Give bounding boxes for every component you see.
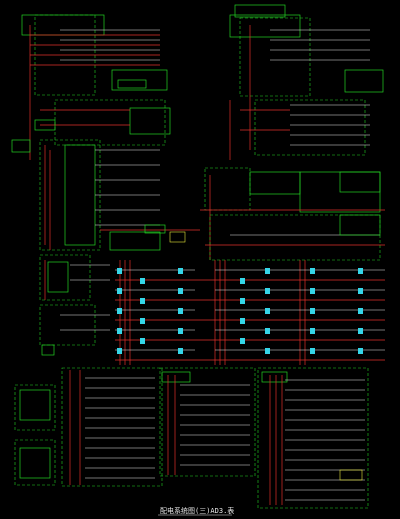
meter-boxes xyxy=(117,268,363,354)
panel-middle-right xyxy=(200,167,385,261)
panel-left-side xyxy=(14,254,110,486)
panel-middle-left xyxy=(39,139,200,251)
board-bottom-middle xyxy=(159,367,256,477)
board-bottom-left xyxy=(61,367,163,487)
panel-top-left xyxy=(11,14,171,160)
drawing-title: 配电系统图(三)AD3.表 xyxy=(160,506,234,515)
board-bottom-right xyxy=(257,367,369,509)
feeder-grid xyxy=(115,260,385,365)
drawing-title-block: 配电系统图(三)AD3.表 xyxy=(158,506,234,516)
panel-top-right xyxy=(229,4,384,160)
